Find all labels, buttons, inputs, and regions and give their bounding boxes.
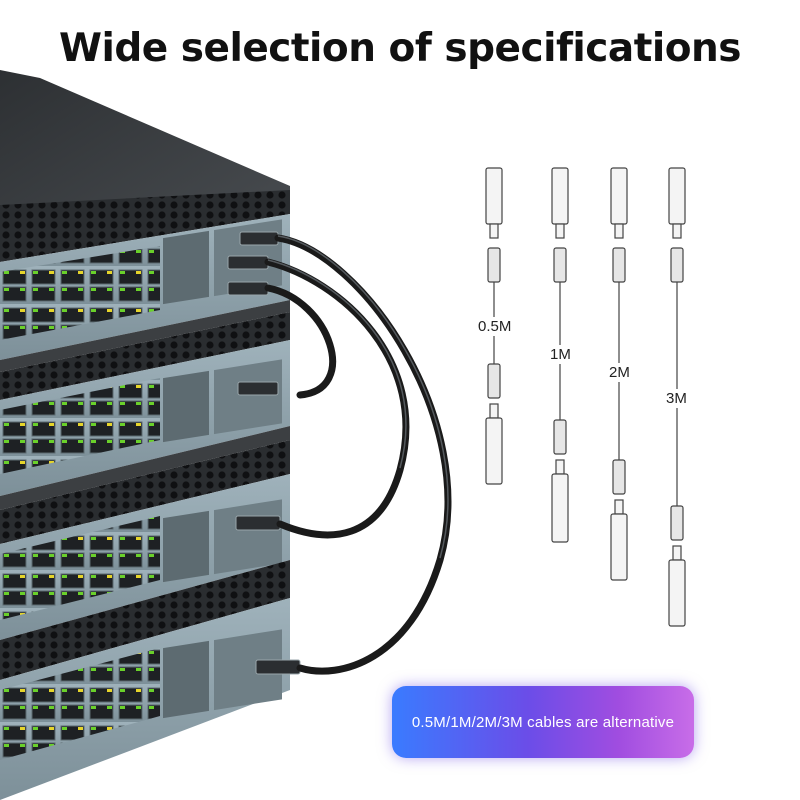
cable-length-diagrams	[485, 167, 686, 627]
length-label-1m: 1M	[548, 345, 573, 364]
dac-cables	[264, 234, 452, 675]
length-label-3m: 3M	[664, 389, 689, 408]
cable-3m-diagram	[668, 167, 686, 627]
options-badge-text: 0.5M/1M/2M/3M cables are alternative	[411, 713, 675, 731]
headline: Wide selection of specifications	[58, 26, 742, 71]
options-badge: 0.5M/1M/2M/3M cables are alternative	[392, 686, 694, 758]
switch-unit-4	[0, 560, 290, 800]
cable-2m-diagram	[610, 167, 628, 581]
cable-1m-diagram	[551, 167, 569, 543]
cable-0-5m-diagram	[485, 167, 503, 485]
switch-unit-2	[0, 300, 290, 496]
length-label-2m: 2M	[607, 363, 632, 382]
length-label-0-5m: 0.5M	[476, 317, 514, 336]
